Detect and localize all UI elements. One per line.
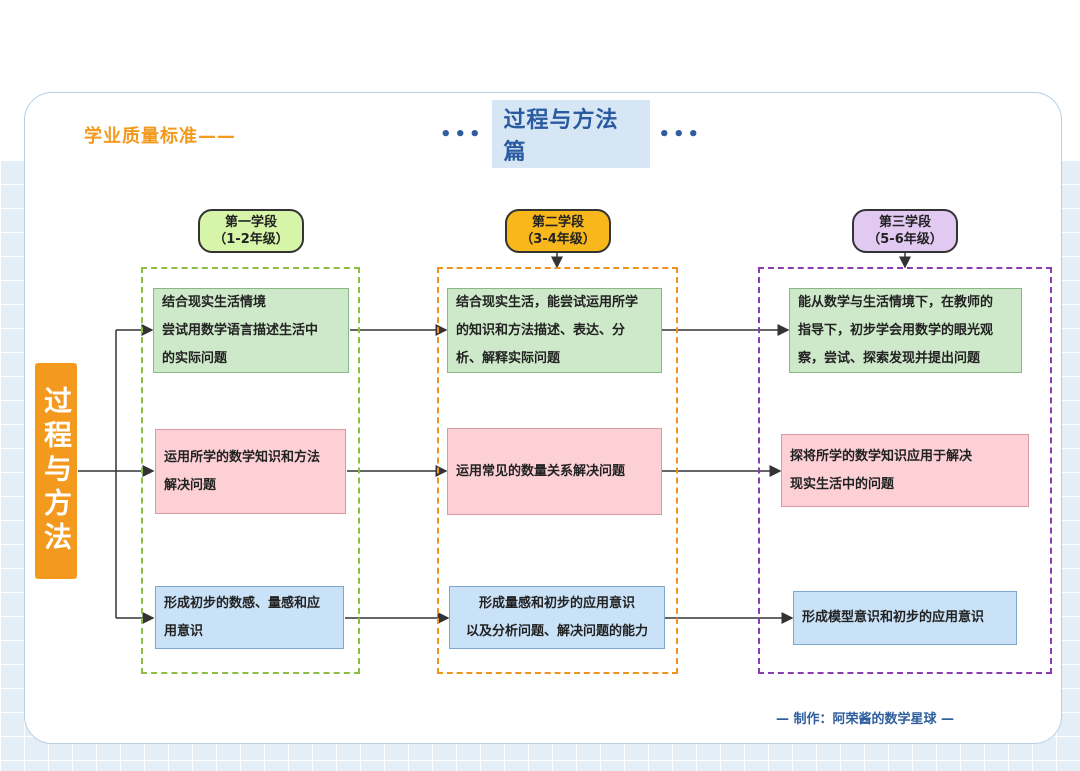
- stage-2-frame: [437, 267, 678, 674]
- standard-label: 学业质量标准——: [84, 126, 236, 147]
- stage-1-item-2-line-2: 解决问题: [164, 477, 217, 493]
- stage-3-item-1-line-3: 察，尝试、探索发现并提出问题: [798, 350, 981, 366]
- stage-1-frame: [141, 267, 360, 674]
- stage-1-pill: 第一学段 （1-2年级）: [198, 209, 304, 253]
- stage-3-grade: （5-6年级）: [867, 232, 943, 247]
- author-credit: — 制作：阿荣酱的数学星球 —: [776, 712, 955, 727]
- stage-1-item-3: 形成初步的数感、量感和应 用意识: [155, 586, 344, 649]
- stage-2-name: 第二学段: [531, 215, 584, 230]
- stage-2-item-1: 结合现实生活，能尝试运用所学 的知识和方法描述、表达、分 析、解释实际问题: [447, 288, 662, 373]
- stage-2-item-3-line-1: 形成量感和初步的应用意识: [478, 595, 635, 611]
- stage-3-item-2: 探将所学的数学知识应用于解决 现实生活中的问题: [781, 434, 1029, 507]
- stage-1-item-2-line-1: 运用所学的数学知识和方法: [164, 449, 321, 465]
- stage-1-item-3-line-2: 用意识: [164, 623, 204, 639]
- stage-1-item-1-line-3: 的实际问题: [162, 350, 228, 366]
- stage-2-grade: （3-4年级）: [520, 232, 596, 247]
- process-method-tag: 过程与方法: [35, 363, 77, 579]
- stage-3-item-1-line-1: 能从数学与生活情境下，在教师的: [798, 294, 994, 310]
- stage-2-item-1-line-3: 析、解释实际问题: [456, 350, 561, 366]
- stage-3-item-2-line-1: 探将所学的数学知识应用于解决: [790, 448, 973, 464]
- stage-2-item-2-line-1: 运用常见的数量关系解决问题: [456, 463, 626, 479]
- stage-2-item-1-line-1: 结合现实生活，能尝试运用所学: [456, 294, 639, 310]
- stage-1-item-1-line-2: 尝试用数学语言描述生活中: [162, 322, 319, 338]
- stage-3-item-1: 能从数学与生活情境下，在教师的 指导下，初步学会用数学的眼光观 察，尝试、探索发…: [789, 288, 1022, 373]
- stage-3-frame: [758, 267, 1052, 674]
- page-title: 过程与方法篇: [491, 100, 651, 168]
- stage-3-item-3-line-1: 形成模型意识和初步的应用意识: [802, 610, 985, 625]
- stage-2-item-1-line-2: 的知识和方法描述、表达、分: [456, 322, 626, 338]
- title-dots-right: •••: [658, 123, 702, 145]
- stage-1-item-2: 运用所学的数学知识和方法 解决问题: [155, 429, 346, 514]
- process-method-tag-text: 过程与方法: [40, 386, 73, 556]
- title-dots-left: •••: [440, 123, 484, 145]
- stage-1-item-1-line-1: 结合现实生活情境: [162, 294, 267, 310]
- stage-3-item-2-line-2: 现实生活中的问题: [790, 476, 895, 492]
- stage-2-item-3-line-2: 以及分析问题、解决问题的能力: [465, 623, 648, 639]
- stage-1-name: 第一学段: [224, 215, 277, 230]
- stage-1-item-3-line-1: 形成初步的数感、量感和应: [164, 595, 321, 611]
- stage-3-pill: 第三学段 （5-6年级）: [852, 209, 958, 253]
- stage-3-item-1-line-2: 指导下，初步学会用数学的眼光观: [798, 322, 994, 338]
- stage-2-item-2: 运用常见的数量关系解决问题: [447, 428, 662, 515]
- stage-2-item-3: 形成量感和初步的应用意识 以及分析问题、解决问题的能力: [449, 586, 665, 649]
- stage-2-pill: 第二学段 （3-4年级）: [505, 209, 611, 253]
- stage-1-item-1: 结合现实生活情境 尝试用数学语言描述生活中 的实际问题: [153, 288, 349, 373]
- stage-3-name: 第三学段: [878, 215, 931, 230]
- stage-3-item-3: 形成模型意识和初步的应用意识: [793, 591, 1017, 645]
- title-bar: ••• 过程与方法篇 •••: [440, 100, 702, 168]
- stage-1-grade: （1-2年级）: [213, 232, 289, 247]
